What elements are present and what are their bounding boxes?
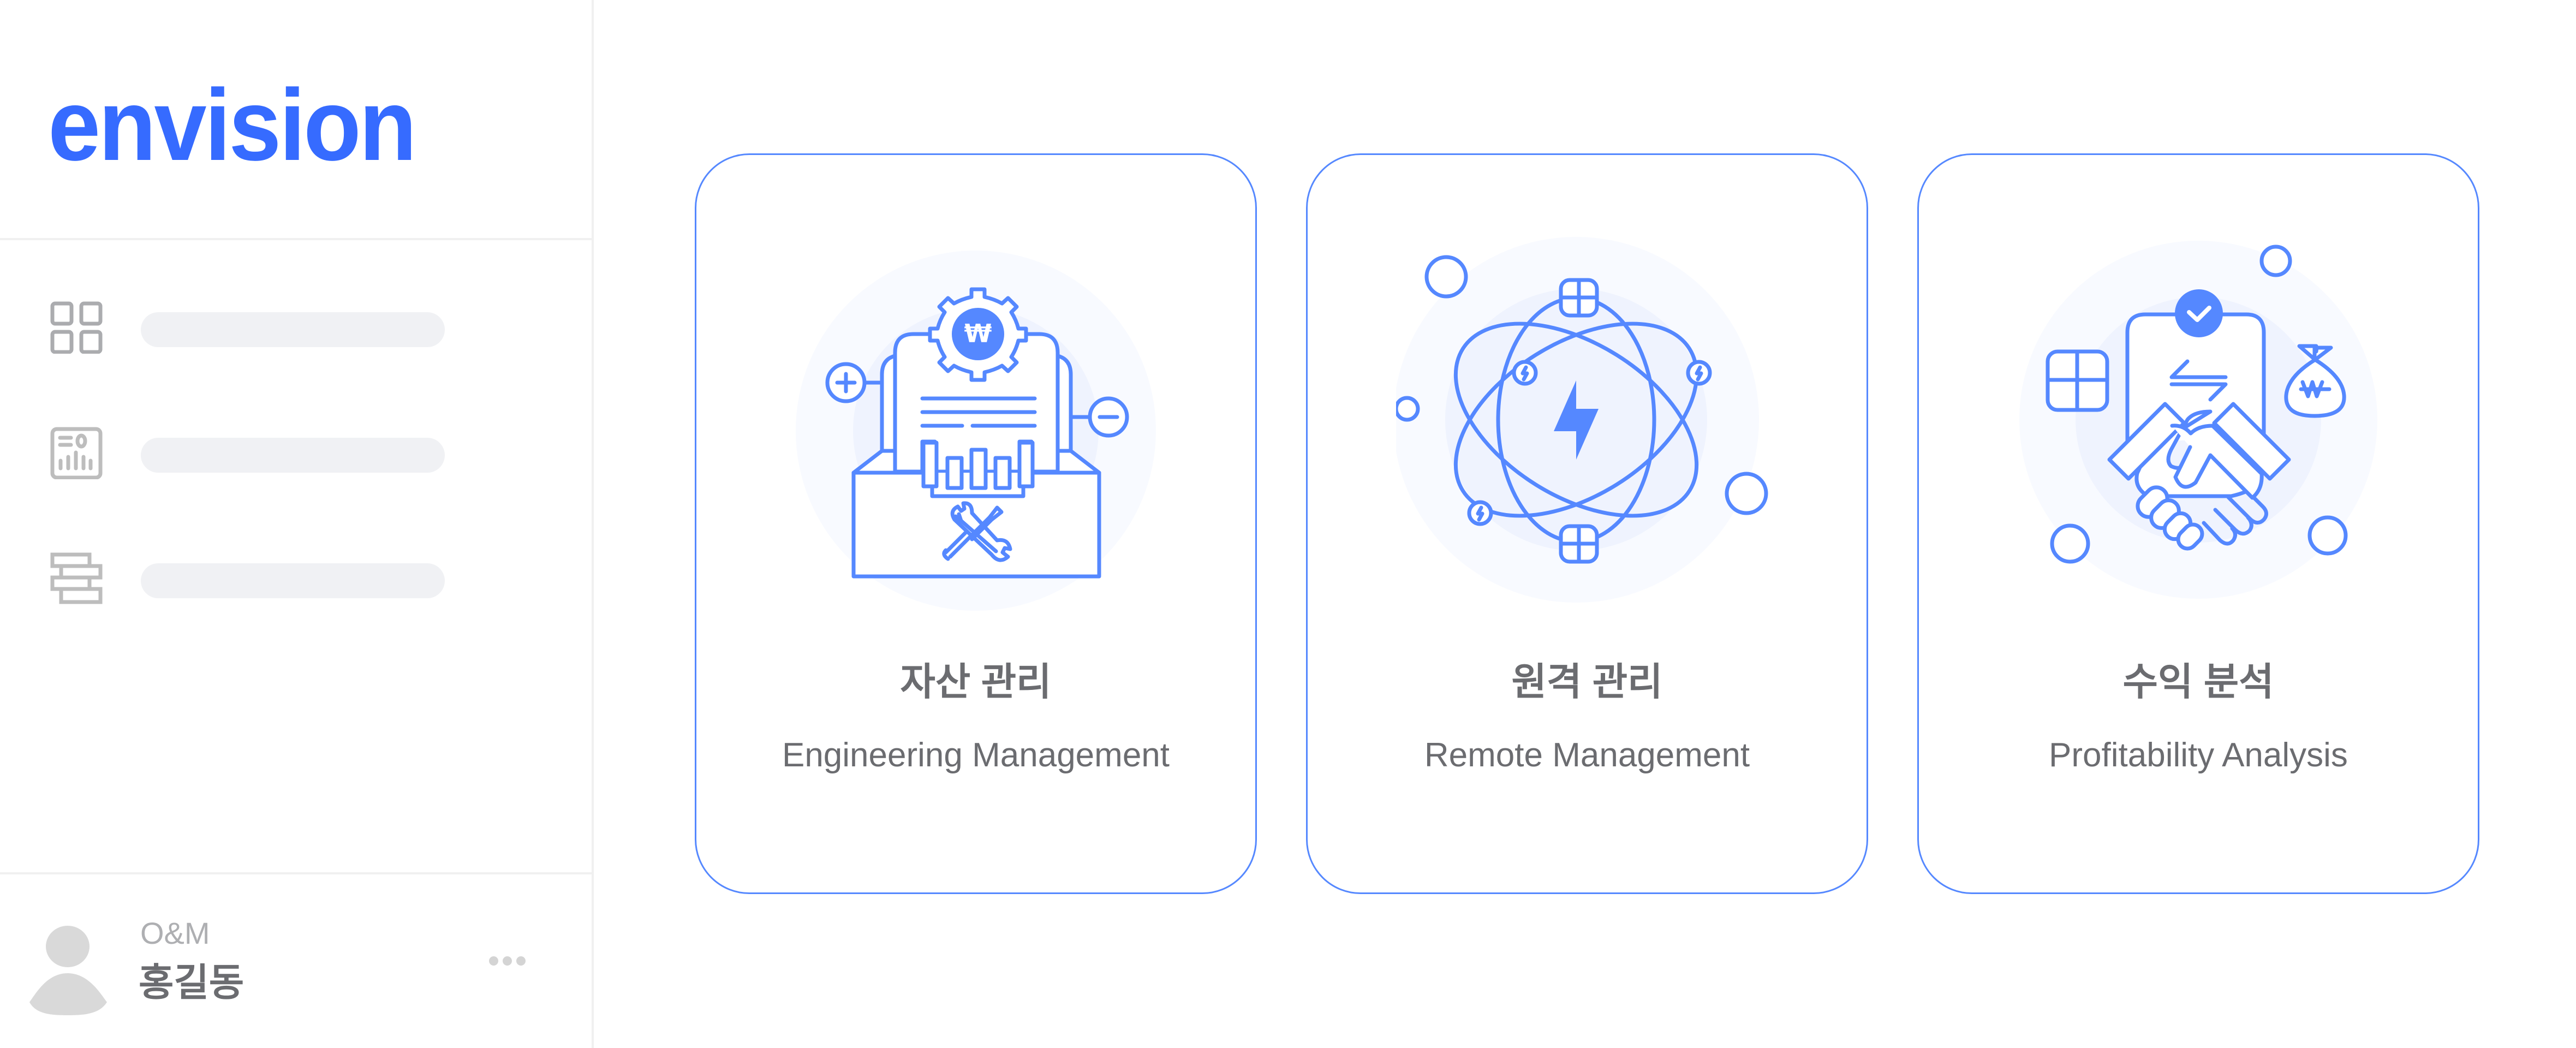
card-title: 자산 관리 [900, 660, 1052, 703]
brand-logo[interactable]: envision [48, 69, 417, 182]
dashboard-grid-icon [50, 301, 103, 354]
card-subtitle: Engineering Management [782, 736, 1170, 774]
sidebar-item-label-placeholder [141, 563, 445, 598]
stacked-layers-icon [50, 552, 103, 604]
user-name: 홍길동 [139, 961, 245, 1004]
more-horizontal-icon [516, 956, 526, 966]
sidebar-item-label-placeholder [141, 438, 445, 473]
profitability-analysis-icon [2019, 241, 2377, 599]
card-engineering-management[interactable]: ₩ 자산 관리 Engineering Management [695, 153, 1257, 894]
more-horizontal-icon [503, 956, 512, 966]
svg-text:₩: ₩ [964, 319, 992, 348]
card-title: 원격 관리 [1511, 660, 1663, 703]
user-profile: O&M 홍길동 [22, 895, 568, 1037]
sidebar-item-label-placeholder [141, 312, 445, 347]
user-role: O&M [140, 916, 210, 950]
card-remote-management[interactable]: 원격 관리 Remote Management [1306, 153, 1868, 894]
sidebar-divider-bottom [0, 872, 592, 874]
user-avatar-icon[interactable] [29, 922, 107, 1015]
more-options-button[interactable] [489, 953, 528, 968]
card-subtitle: Remote Management [1424, 736, 1750, 774]
more-horizontal-icon [489, 956, 498, 966]
remote-management-icon [1396, 237, 1768, 603]
card-title: 수익 분석 [2122, 660, 2274, 703]
report-chart-icon [50, 427, 103, 479]
card-profitability-analysis[interactable]: 수익 분석 Profitability Analysis [1917, 153, 2479, 894]
sidebar-item-layers[interactable] [50, 552, 445, 605]
asset-management-icon: ₩ [796, 251, 1156, 611]
sidebar: envision [0, 0, 594, 1048]
card-subtitle: Profitability Analysis [2049, 736, 2348, 774]
sidebar-item-reports[interactable] [50, 427, 445, 479]
sidebar-item-dashboard[interactable] [50, 301, 445, 354]
sidebar-divider-top [0, 238, 592, 240]
